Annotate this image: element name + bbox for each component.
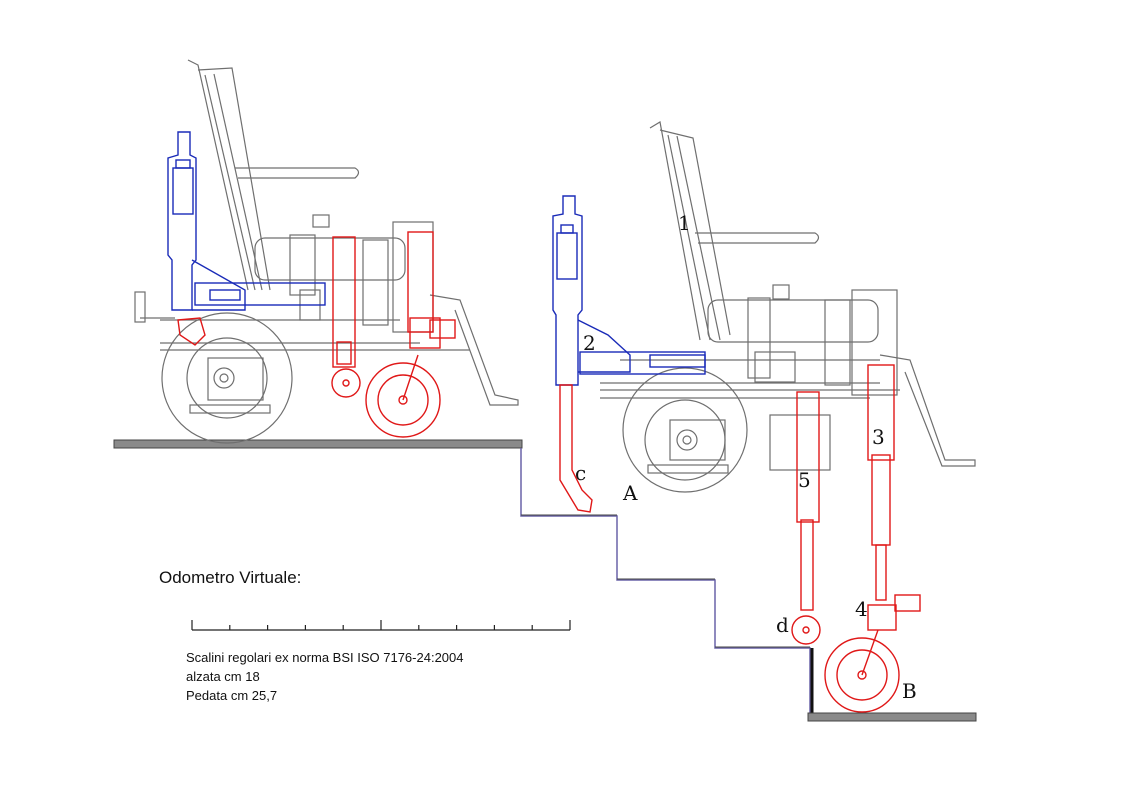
odometer-scale (191, 620, 571, 631)
label-c: c (575, 461, 586, 485)
label-1: 1 (678, 211, 691, 235)
rear-wheel-left (161, 312, 293, 444)
backrest-left (187, 59, 271, 291)
stair-profile (520, 448, 811, 716)
backrest-right (649, 121, 731, 341)
label-5: 5 (798, 468, 811, 492)
odometer-title: Odometro Virtuale: (159, 568, 301, 587)
virtual-odometer: Odometro Virtuale: (159, 568, 571, 631)
diagram-labels: 1 2 3 4 5 A B c d (575, 211, 917, 703)
wheelchair-left (134, 59, 519, 444)
lower-landing (807, 712, 977, 722)
label-4: 4 (855, 597, 868, 621)
label-2: 2 (583, 331, 596, 355)
label-B: B (902, 679, 917, 703)
ground-and-stairs (113, 439, 977, 722)
upper-landing (113, 439, 523, 449)
note-standard: Scalini regolari ex norma BSI ISO 7176-2… (186, 650, 464, 665)
actuators-right (559, 364, 921, 713)
label-d: d (776, 613, 789, 637)
stair-notes: Scalini regolari ex norma BSI ISO 7176-2… (186, 650, 464, 703)
seat-body-right (600, 284, 900, 399)
wheelchair-right (552, 121, 976, 713)
seat-body-left (134, 214, 470, 351)
lift-arm-left (167, 131, 326, 311)
note-riser: alzata cm 18 (186, 669, 260, 684)
label-3: 3 (872, 425, 885, 449)
rear-wheel-right (622, 367, 831, 493)
lift-arm-right (552, 195, 706, 386)
actuators-left (177, 231, 456, 438)
note-tread: Pedata cm 25,7 (186, 688, 277, 703)
label-A: A (622, 481, 638, 505)
